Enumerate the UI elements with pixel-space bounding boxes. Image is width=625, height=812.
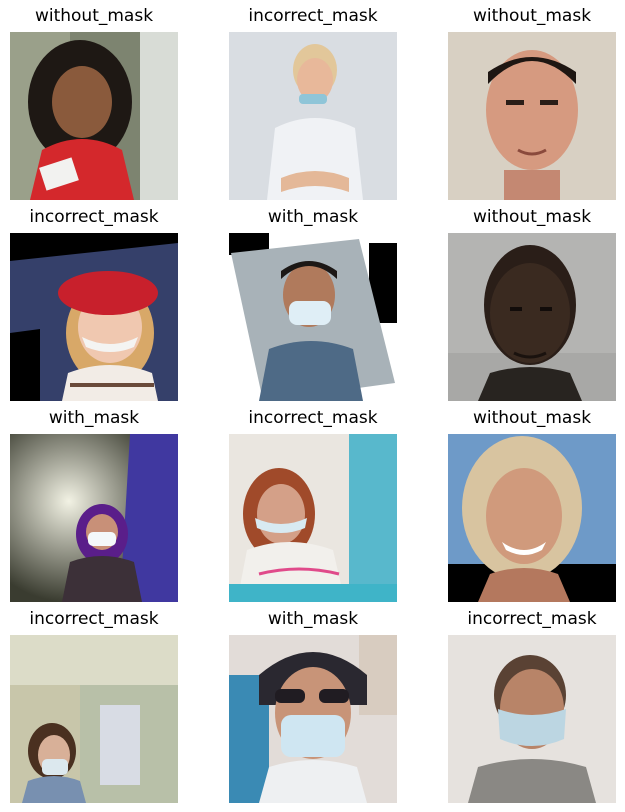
cell-image [448, 635, 616, 803]
cell-label: incorrect_mask [29, 609, 159, 629]
cell-label: incorrect_mask [29, 207, 159, 227]
cell-image [229, 233, 397, 401]
cell-label: without_mask [472, 408, 592, 428]
cell-image [448, 434, 616, 602]
cell-image [229, 434, 397, 602]
cell-image [10, 434, 178, 602]
cell-image [10, 233, 178, 401]
cell-label: with_mask [267, 609, 359, 629]
cell-image [10, 635, 178, 803]
cell-label: without_mask [472, 207, 592, 227]
cell-image [229, 635, 397, 803]
cell-label: incorrect_mask [248, 6, 378, 26]
cell-label: with_mask [267, 207, 359, 227]
cell-label: incorrect_mask [467, 609, 597, 629]
cell-label: with_mask [48, 408, 140, 428]
cell-image [448, 233, 616, 401]
cell-image [10, 32, 178, 200]
cell-image [229, 32, 397, 200]
cell-label: without_mask [34, 6, 154, 26]
cell-label: without_mask [472, 6, 592, 26]
cell-label: incorrect_mask [248, 408, 378, 428]
cell-image [448, 32, 616, 200]
